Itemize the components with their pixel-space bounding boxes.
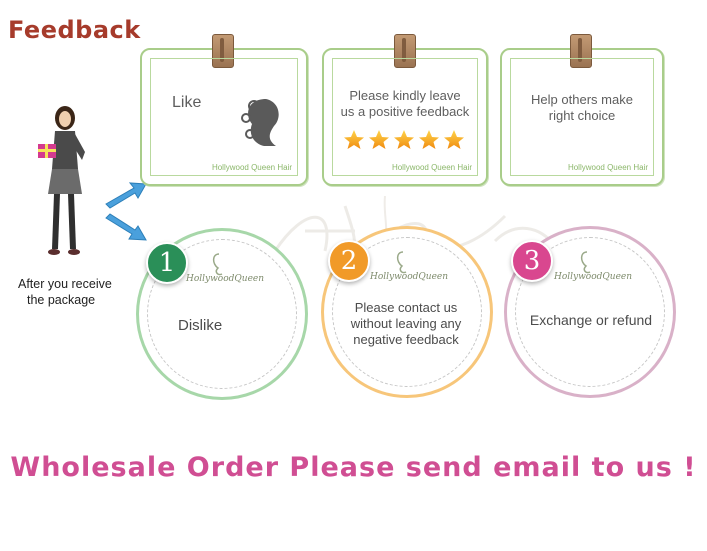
star-icon <box>344 130 364 149</box>
card-text-line: Like <box>172 94 202 111</box>
circle-dashed-ring <box>147 239 297 389</box>
card-text-line: Please kindly leave <box>349 88 461 103</box>
circle-dashed-ring <box>515 237 665 387</box>
circle-text: Dislike <box>178 318 222 334</box>
circle-text-line: Exchange or refund <box>529 312 653 328</box>
brand-logo-icon <box>194 252 244 278</box>
star-icon <box>394 130 414 149</box>
card-text-line: right choice <box>548 108 616 123</box>
brand-logo-icon <box>562 250 612 276</box>
clip-icon <box>212 34 234 68</box>
circle-brand: HollywoodQueen <box>186 274 265 284</box>
circle-text-line: without leaving any <box>350 316 462 331</box>
card-text: Help others make right choice <box>514 92 650 124</box>
card-brand: Hollywood Queen Hair <box>567 163 648 172</box>
card-inner <box>150 58 298 176</box>
card-text-line: us a positive feedback <box>340 104 470 119</box>
step-badge-2: 2 <box>328 240 370 282</box>
card-text: Like <box>172 95 201 111</box>
step-badge-1: 1 <box>146 242 188 284</box>
circle-brand: HollywoodQueen <box>554 272 633 282</box>
arrows-icon <box>100 180 150 250</box>
caption-line: After you receive <box>18 277 112 291</box>
card-text: Please kindly leave us a positive feedba… <box>336 88 474 120</box>
circle-text-line: negative feedback <box>353 332 459 347</box>
step-badge-3: 3 <box>511 240 553 282</box>
clip-icon <box>570 34 592 68</box>
circle-dashed-ring <box>332 237 482 387</box>
clip-icon <box>394 34 416 68</box>
wholesale-message: Wholesale Order Please send email to us … <box>10 452 697 483</box>
caption-line: the package <box>27 293 96 307</box>
woman-figure-icon <box>30 104 110 264</box>
circle-brand: HollywoodQueen <box>370 272 449 282</box>
woman-silhouette-icon <box>236 94 290 152</box>
star-icon <box>444 130 464 149</box>
feedback-card-like: Like Hollywood Queen Hair <box>140 34 308 186</box>
card-brand: Hollywood Queen Hair <box>391 163 472 172</box>
star-icon <box>369 130 389 149</box>
card-brand: Hollywood Queen Hair <box>211 163 292 172</box>
feedback-card-positive: Please kindly leave us a positive feedba… <box>322 34 488 186</box>
circle-text-line: Please contact us <box>354 300 458 315</box>
star-icon <box>419 130 439 149</box>
card-inner <box>510 58 654 176</box>
card-text-line: Help others make <box>531 92 633 107</box>
circle-text-line: Dislike <box>178 317 223 334</box>
card-inner <box>332 58 478 176</box>
brand-logo-icon <box>378 250 428 276</box>
feedback-card-help: Help others make right choice Hollywood … <box>500 34 664 186</box>
star-rating <box>344 128 468 152</box>
circle-text: Exchange or refund <box>516 312 666 328</box>
figure-caption: After you receive the package <box>18 276 138 308</box>
circle-text: Please contact us without leaving any ne… <box>336 300 476 348</box>
page-title: Feedback <box>8 16 141 44</box>
